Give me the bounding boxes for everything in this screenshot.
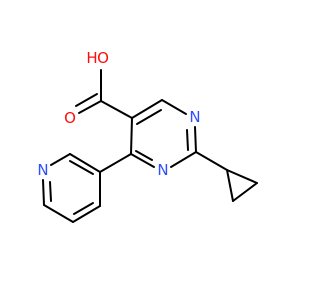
bond-n3-c4: [130, 153, 155, 168]
bond-c4-c5: [130, 117, 133, 155]
bond-cp-1: [226, 169, 258, 184]
atom-label-n3: N: [157, 161, 168, 179]
structure-diagram: H O O N N N: [37, 49, 258, 223]
bond-c-o-double-b: [75, 93, 98, 107]
bond-c4-pyridine: [99, 153, 132, 173]
bond-py-c3-c2-inner: [69, 160, 94, 175]
bond-c6-n1: [161, 99, 187, 115]
bond-c-o-double-a: [78, 100, 102, 114]
bond-cp-3: [226, 169, 234, 202]
bond-n3-c4-inner: [135, 150, 153, 161]
bond-py-n-c6-inner: [49, 181, 52, 202]
bond-py-c6-c5: [43, 204, 74, 223]
bond-py-c3-c2: [69, 153, 101, 173]
molecule-canvas: H O O N N N: [37, 49, 258, 223]
bond-py-n-c6: [42, 179, 45, 206]
bond-py-c5-c4: [72, 205, 101, 223]
bond-c5-c6: [131, 99, 163, 119]
atom-label-oh-h: H: [86, 49, 97, 67]
bond-n1-c2-inner: [186, 129, 189, 151]
bond-c5-c6-inner: [136, 109, 162, 125]
bond-c2-n3: [170, 151, 197, 168]
bond-py-c5-c4-inner: [73, 202, 94, 215]
atom-label-carbonyl-o: O: [64, 109, 76, 127]
atom-label-pyridine-n: N: [37, 161, 48, 179]
bond-n1-c2: [194, 126, 197, 153]
bond-c2-cyclopropyl: [195, 151, 228, 171]
atom-label-oh-o: O: [97, 49, 109, 67]
atom-label-n1: N: [189, 108, 200, 126]
bond-c5-cooh: [100, 100, 133, 119]
bond-cp-2: [232, 182, 258, 202]
bond-py-c2-n: [50, 153, 71, 166]
